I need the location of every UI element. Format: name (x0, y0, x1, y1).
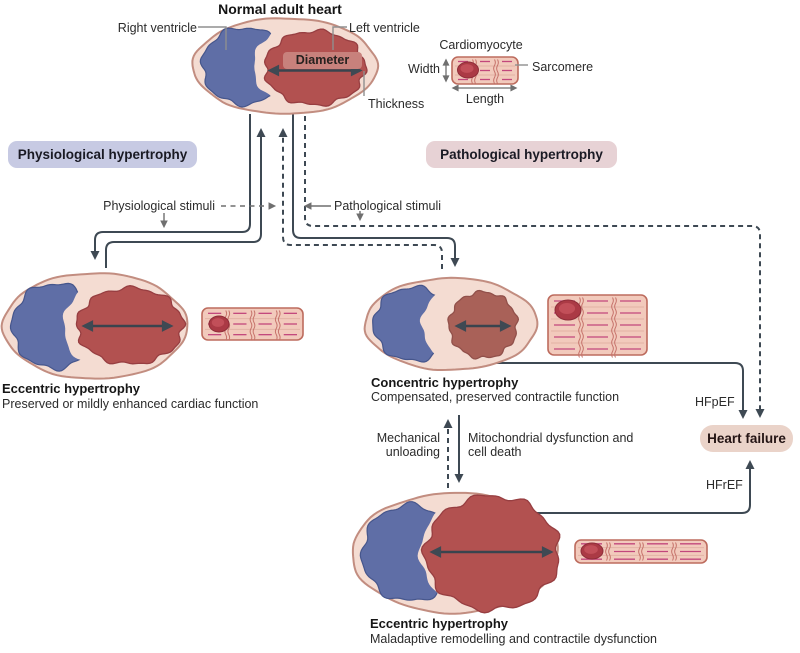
length-label: Length (465, 92, 505, 106)
eccentric-physiological-subtitle: Preserved or mildly enhanced cardiac fun… (2, 397, 259, 411)
eccentric-physiological-title: Eccentric hypertrophy (2, 381, 140, 396)
concentric-title: Concentric hypertrophy (371, 375, 519, 390)
width-label: Width (408, 62, 440, 76)
normal-cardiomyocyte (451, 56, 519, 85)
normal-heart-title: Normal adult heart (218, 1, 342, 17)
eccentric-pathological-cardiomyocyte (574, 539, 708, 564)
cardiomyocyte-illustrations (201, 56, 708, 564)
physiological-hypertrophy-badge: Physiological hypertrophy (8, 141, 197, 168)
flow-arrows (90, 114, 765, 514)
concentric-subtitle: Compensated, preserved contractile funct… (371, 390, 620, 404)
stimuli-arrows (160, 58, 518, 229)
eccentric-physiological-cardiomyocyte (201, 307, 304, 341)
eccentric-pathological-subtitle: Maladaptive remodelling and contractile … (370, 632, 657, 646)
eccentric-pathological-title: Eccentric hypertrophy (370, 616, 508, 631)
eccentric-pathological-heart (351, 491, 561, 615)
physiological-stimuli-label: Physiological stimuli (103, 199, 215, 213)
mechanical-unloading-label: Mechanical unloading (376, 431, 440, 459)
hfref-label: HFrEF (706, 478, 743, 492)
right-ventricle-label: Right ventricle (117, 21, 197, 35)
pathological-hypertrophy-badge: Pathological hypertrophy (426, 141, 617, 168)
left-ventricle-label: Left ventricle (349, 21, 420, 35)
heart-illustrations (0, 17, 561, 615)
concentric-heart (363, 276, 539, 371)
thickness-label: Thickness (368, 97, 425, 111)
pathological-stimuli-label: Pathological stimuli (334, 199, 441, 213)
concentric-cardiomyocyte (547, 294, 648, 358)
mitochondrial-dysfunction-label: Mitochondrial dysfunction and cell death (468, 431, 634, 459)
heart-failure-badge: Heart failure (700, 425, 793, 452)
sarcomere-label: Sarcomere (532, 60, 594, 74)
cardiomyocyte-label: Cardiomyocyte (439, 38, 523, 52)
diameter-label: Diameter (283, 52, 362, 69)
eccentric-physiological-heart (0, 272, 189, 380)
hfpef-label: HFpEF (695, 395, 735, 409)
label-leader-lines (198, 26, 528, 96)
